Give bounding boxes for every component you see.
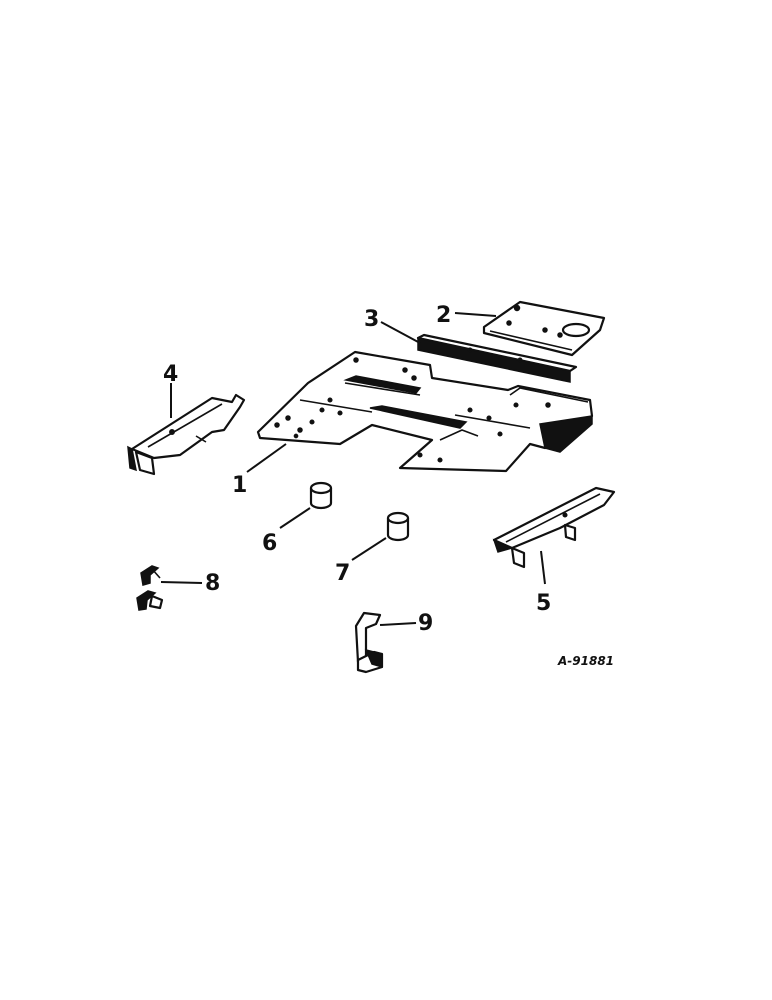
- part-6-bushing: [309, 481, 333, 510]
- part-7-bushing: [386, 511, 410, 542]
- part-9-l-bracket: [354, 611, 384, 674]
- part-2-cover-plate: [482, 300, 606, 357]
- leader-3: [380, 321, 421, 344]
- leader-9: [379, 622, 417, 626]
- part-1-floor-plate: [256, 350, 594, 473]
- part-3-strip-bar: [416, 333, 578, 383]
- leader-2: [454, 312, 497, 317]
- callout-3: 3: [364, 307, 379, 332]
- leader-7: [351, 537, 387, 561]
- leader-6: [279, 507, 311, 529]
- leader-8: [160, 581, 203, 584]
- leader-1: [246, 443, 287, 473]
- callout-7: 7: [335, 561, 350, 586]
- part-4-left-bracket: [127, 393, 246, 476]
- callout-2: 2: [436, 303, 451, 328]
- part-8-clips: [136, 565, 164, 611]
- callout-4: 4: [163, 362, 178, 387]
- callout-6: 6: [262, 531, 277, 556]
- callout-5: 5: [536, 591, 551, 616]
- reference-code: A-91881: [557, 654, 614, 668]
- part-5-right-bracket: [492, 486, 616, 569]
- callout-8: 8: [205, 571, 220, 596]
- leader-5: [540, 550, 546, 585]
- callout-1: 1: [232, 473, 247, 498]
- leader-lines: [160, 312, 546, 626]
- callout-9: 9: [418, 611, 433, 636]
